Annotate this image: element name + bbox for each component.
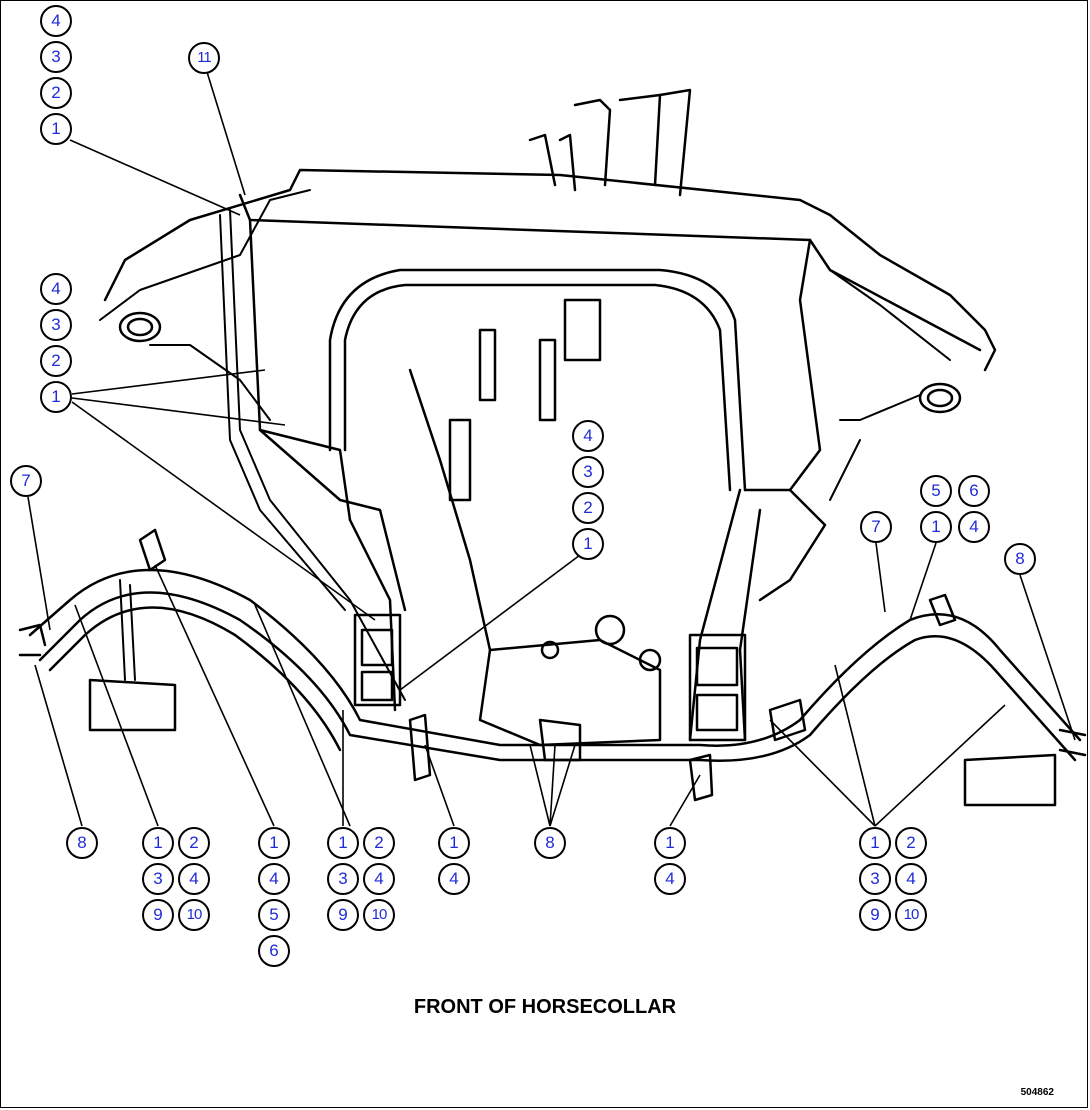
callout-6: 6 — [958, 475, 990, 507]
callout-4: 4 — [40, 273, 72, 305]
callout-9: 9 — [142, 899, 174, 931]
callout-4: 4 — [958, 511, 990, 543]
callout-1: 1 — [40, 381, 72, 413]
callout-8: 8 — [66, 827, 98, 859]
callout-7: 7 — [860, 511, 892, 543]
callout-11: 11 — [188, 42, 220, 74]
callout-4: 4 — [363, 863, 395, 895]
callout-1: 1 — [438, 827, 470, 859]
callout-2: 2 — [895, 827, 927, 859]
callout-2: 2 — [363, 827, 395, 859]
callout-3: 3 — [572, 456, 604, 488]
callout-1: 1 — [572, 528, 604, 560]
callout-7: 7 — [10, 465, 42, 497]
callout-1: 1 — [654, 827, 686, 859]
callout-3: 3 — [40, 309, 72, 341]
callout-3: 3 — [327, 863, 359, 895]
callout-4: 4 — [572, 420, 604, 452]
callout-10: 10 — [363, 899, 395, 931]
callout-2: 2 — [40, 345, 72, 377]
callout-1: 1 — [859, 827, 891, 859]
callout-4: 4 — [178, 863, 210, 895]
callout-10: 10 — [178, 899, 210, 931]
callout-3: 3 — [142, 863, 174, 895]
callout-2: 2 — [178, 827, 210, 859]
callout-6: 6 — [258, 935, 290, 967]
callout-1: 1 — [258, 827, 290, 859]
callout-8: 8 — [1004, 543, 1036, 575]
figure-id: 504862 — [1020, 1087, 1054, 1098]
callout-1: 1 — [142, 827, 174, 859]
callout-10: 10 — [895, 899, 927, 931]
callout-4: 4 — [258, 863, 290, 895]
callout-4: 4 — [895, 863, 927, 895]
callout-4: 4 — [438, 863, 470, 895]
callout-1: 1 — [920, 511, 952, 543]
figure-caption: FRONT OF HORSECOLLAR — [413, 996, 677, 1018]
callout-1: 1 — [40, 113, 72, 145]
callout-4: 4 — [654, 863, 686, 895]
callout-3: 3 — [40, 41, 72, 73]
callout-4: 4 — [40, 5, 72, 37]
callout-1: 1 — [327, 827, 359, 859]
callout-2: 2 — [572, 492, 604, 524]
callout-9: 9 — [859, 899, 891, 931]
callout-8: 8 — [534, 827, 566, 859]
callout-9: 9 — [327, 899, 359, 931]
callout-5: 5 — [920, 475, 952, 507]
callout-2: 2 — [40, 77, 72, 109]
callout-5: 5 — [258, 899, 290, 931]
callout-3: 3 — [859, 863, 891, 895]
